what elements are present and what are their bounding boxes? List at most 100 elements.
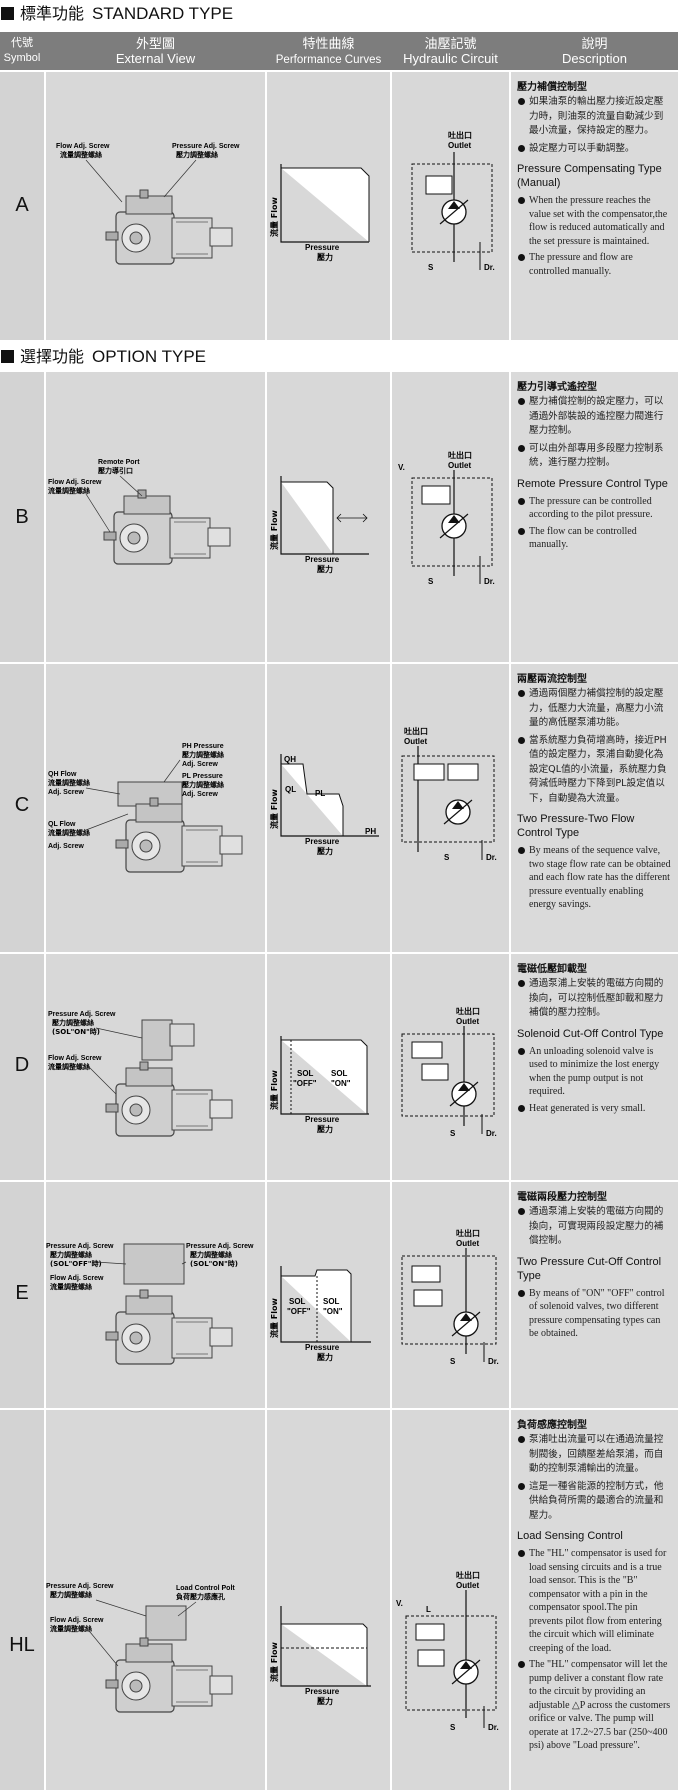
hydraulic-circuit-b: 吐出口 Outlet V. S Dr. — [392, 372, 509, 662]
hydraulic-circuit-e: 吐出口 Outlet S Dr. — [392, 1182, 509, 1408]
flow-axis-label: 流量 Flow — [269, 1070, 279, 1110]
list-item: The pressure and flow are controlled man… — [517, 251, 672, 278]
flow-adj-label: Flow Adj. Screw — [56, 143, 110, 150]
symbol-cell: C — [0, 664, 44, 952]
symbol-cell: D — [0, 954, 44, 1180]
pressure-adj-off-label: Pressure Adj. Screw — [46, 1243, 114, 1250]
sol-off-label: (SOL"OFF"時) — [50, 1259, 102, 1268]
desc-title-en: Two Pressure Cut-Off Control Type — [517, 1255, 662, 1282]
symbol-a: A — [15, 194, 29, 216]
outlet-label: Outlet — [404, 737, 427, 746]
symbol-b: B — [15, 506, 29, 528]
suction-label: S — [450, 1723, 456, 1732]
pressure-adj-on-label-cn: 壓力調整螺絲 — [189, 1250, 232, 1259]
external-view-e: Pressure Adj. Screw 壓力調整螺絲 (SOL"OFF"時) P… — [46, 1182, 265, 1408]
square-bullet-icon — [1, 7, 14, 20]
list-item: By means of the sequence valve, two stag… — [517, 844, 672, 912]
outlet-label: Outlet — [456, 1581, 479, 1590]
symbol-cell: B — [0, 372, 44, 662]
flow-adj-label-cn: 流量調整螺絲 — [50, 1624, 92, 1633]
flow-adj-label: Flow Adj. Screw — [48, 479, 102, 486]
external-view-b: Remote Port 壓力導引口 Flow Adj. Screw 流量調整螺絲 — [46, 372, 265, 662]
outlet-label: Outlet — [456, 1017, 479, 1026]
pressure-axis-label: Pressure — [305, 1687, 340, 1696]
pressure-axis-label-cn: 壓力 — [317, 1696, 333, 1706]
row-c: C PH Pressure 壓力調整螺絲 Adj. Screw PL Press… — [0, 664, 678, 952]
flow-adj-label-cn: 流量調整螺絲 — [48, 1062, 90, 1071]
drain-label: Dr. — [484, 577, 495, 586]
pl-adj-label: Adj. Screw — [182, 791, 218, 798]
pressure-axis-label-cn: 壓力 — [317, 1124, 333, 1134]
flow-adj-label-cn: 流量調整螺絲 — [48, 486, 90, 495]
desc-title-en: Solenoid Cut-Off Control Type — [517, 1027, 664, 1040]
symbol-c: C — [14, 794, 30, 816]
pl-pressure-label: PL Pressure — [182, 773, 223, 780]
flow-axis-label: 流量 Flow — [269, 510, 279, 550]
outlet-label-cn: 吐出口 — [404, 726, 428, 736]
qh-flow-label-cn: 流量調整螺絲 — [48, 778, 90, 787]
pressure-adj-label-cn: 壓力調整螺絲 — [51, 1018, 94, 1027]
pressure-adj-label-cn: 壓力調整螺絲 — [49, 1590, 92, 1599]
hydraulic-circuit-hl: 吐出口 Outlet V. L S Dr. — [392, 1410, 509, 1790]
list-item: 通過泵浦上安裝的電磁方向閥的換向，可以控制低壓卸載和壓力補償的壓力控制。 — [517, 977, 672, 1021]
flow-axis-label: 流量 Flow — [269, 789, 279, 829]
desc-list-cn: 壓力補償控制的設定壓力，可以通過外部裝設的遙控壓力閥進行壓力控制。 可以由外部專… — [517, 395, 672, 471]
pressure-axis-label-cn: 壓力 — [317, 846, 333, 856]
pl-curve-label: PL — [315, 789, 325, 798]
pressure-axis-label-cn: 壓力 — [317, 252, 333, 262]
desc-list-en: When the pressure reaches the value set … — [517, 194, 672, 278]
v-port-label: V. — [396, 1599, 403, 1608]
desc-title-en: Remote Pressure Control Type — [517, 477, 668, 490]
external-view-c: PH Pressure 壓力調整螺絲 Adj. Screw PL Pressur… — [46, 664, 265, 952]
outlet-label: Outlet — [448, 461, 471, 470]
flow-adj-label: Flow Adj. Screw — [50, 1617, 104, 1624]
desc-title-cn: 兩壓兩流控制型 — [517, 674, 587, 685]
remote-port-label: Remote Port — [98, 459, 140, 466]
ph-adj-label: Adj. Screw — [182, 761, 218, 768]
list-item: By means of "ON" "OFF" control of soleno… — [517, 1287, 672, 1341]
remote-port-label-cn: 壓力導引口 — [97, 466, 133, 475]
l-port-label: L — [426, 1605, 431, 1614]
performance-curve-b: 流量 Flow Pressure 壓力 — [267, 372, 390, 662]
desc-list-cn: 泵浦吐出流量可以在通過流量控制閥後，回饋壓差給泵浦，而自動的控制泵浦輸出的流量。… — [517, 1433, 672, 1523]
sol-off-label: SOL — [297, 1069, 314, 1078]
description-a: 壓力補償控制型 如果油泵的輸出壓力接近設定壓力時，則油泵的流量自動減少到最小流量… — [511, 72, 678, 340]
sol-off-label: SOL — [289, 1297, 306, 1306]
list-item: The flow can be controlled manually. — [517, 525, 672, 552]
list-item: The "HL" compensator is used for load se… — [517, 1547, 672, 1655]
pressure-axis-label: Pressure — [305, 1343, 340, 1352]
desc-title-en: Pressure Compensating Type (Manual) — [517, 163, 662, 189]
flow-adj-label-cn: 流量調整螺絲 — [50, 1282, 92, 1291]
ql-curve-label: QL — [285, 785, 296, 794]
desc-list-en: The pressure can be controlled according… — [517, 495, 672, 552]
flow-axis-label: 流量 Flow — [269, 1642, 279, 1682]
row-e: E Pressure Adj. Screw 壓力調整螺絲 (SOL"OFF"時)… — [0, 1182, 678, 1408]
drain-label: Dr. — [488, 1723, 499, 1732]
desc-title-cn: 電磁兩段壓力控制型 — [517, 1192, 607, 1203]
standard-title-cn: 標準功能 — [20, 4, 85, 23]
suction-label: S — [428, 263, 434, 272]
flow-adj-label: Flow Adj. Screw — [50, 1275, 104, 1282]
external-view-a: Flow Adj. Screw 流量調整螺絲 Pressure Adj. Scr… — [46, 72, 265, 340]
suction-label: S — [450, 1357, 456, 1366]
list-item: The pressure can be controlled according… — [517, 495, 672, 522]
sol-on-label: SOL — [323, 1297, 340, 1306]
desc-list-cn: 如果油泵的輸出壓力接近設定壓力時，則油泵的流量自動減少到最小流量，保持設定的壓力… — [517, 95, 672, 156]
ph-pressure-label-cn: 壓力調整螺絲 — [181, 750, 224, 759]
load-control-port-label: Load Control Polt — [176, 1585, 235, 1592]
desc-title-cn: 負荷感應控制型 — [517, 1420, 587, 1431]
list-item: 當系統壓力負荷增高時，接近PH值的設定壓力，泵浦自動變化為設定QL值的小流量，系… — [517, 734, 672, 807]
list-item: 泵浦吐出流量可以在通過流量控制閥後，回饋壓差給泵浦，而自動的控制泵浦輸出的流量。 — [517, 1433, 672, 1477]
sol-on-label: (SOL"ON"時) — [190, 1259, 238, 1268]
outlet-label-cn: 吐出口 — [448, 450, 472, 460]
outlet-label-cn: 吐出口 — [456, 1228, 480, 1238]
symbol-d: D — [14, 1054, 30, 1076]
hydraulic-circuit-c: 吐出口 Outlet S Dr. — [392, 664, 509, 952]
outlet-label: Outlet — [456, 1239, 479, 1248]
outlet-label: Outlet — [448, 141, 471, 150]
